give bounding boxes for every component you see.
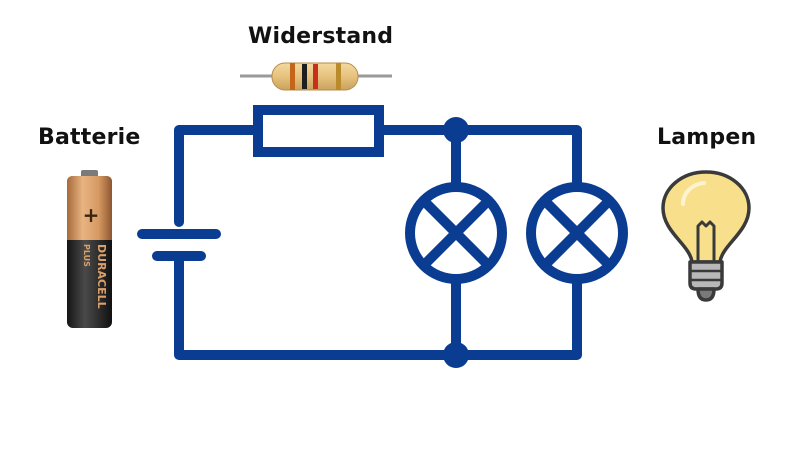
lamp-symbol-2 — [526, 182, 628, 284]
lamp-symbol-1 — [405, 182, 507, 284]
resistor-symbol — [253, 105, 384, 157]
battery-plus-sign: + — [83, 203, 100, 227]
light-bulb-icon — [661, 170, 751, 302]
battery-icon: + DURACELL PLUS — [67, 170, 112, 328]
resistor-icon — [240, 62, 392, 91]
battery-brand-text: DURACELL — [95, 244, 108, 309]
lamps-label: Lampen — [657, 125, 757, 150]
battery-symbol — [137, 229, 221, 261]
junction-bottom — [443, 342, 469, 368]
resistor-label: Widerstand — [248, 24, 394, 49]
circuit-wires — [174, 125, 582, 360]
battery-label: Batterie — [38, 125, 141, 150]
junction-top — [443, 117, 469, 143]
battery-line-text: PLUS — [82, 244, 91, 267]
